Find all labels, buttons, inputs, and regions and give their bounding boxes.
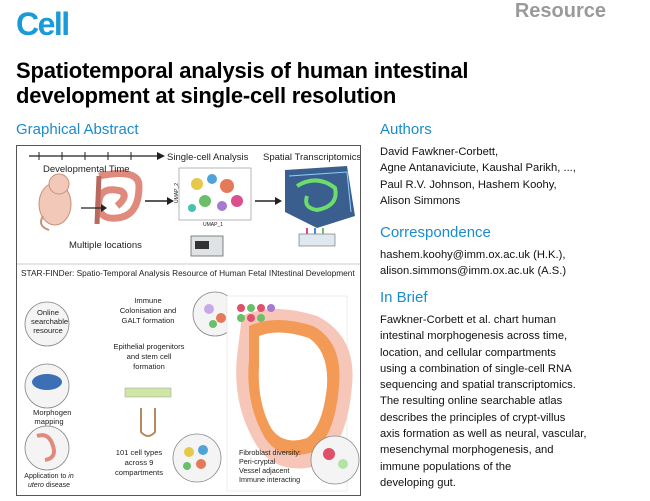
cell-types-line3: compartments (114, 468, 164, 477)
application-line1: Application to (24, 473, 69, 480)
correspondence-heading: Correspondence (380, 224, 491, 241)
in-brief-line: Fawkner-Corbett et al. chart human (380, 314, 556, 326)
graphical-abstract-heading: Graphical Abstract (16, 121, 139, 138)
authors-line4: Alison Simmons (380, 194, 461, 207)
in-brief-heading: In Brief (380, 289, 428, 306)
star-finder-title: STAR-FINDer: Spatio-Temporal Analysis Re… (21, 268, 355, 278)
in-brief-line: developing gut. (380, 476, 456, 489)
fibroblast-line4: Immune interacting (239, 475, 301, 484)
fibroblast-line1: Fibroblast diversity: (239, 448, 301, 457)
in-brief-line: mesenchymal morphogenesis, and (380, 444, 554, 457)
in-brief-line: axis formation as well as neural, vascul… (380, 428, 587, 441)
slide-icon (298, 228, 336, 247)
online-resource-label: Online searchable resource (31, 308, 69, 335)
application-utero: utero (27, 482, 44, 489)
application-in: in (68, 473, 74, 480)
in-brief-line: intestinal morphogenesis across time, (380, 330, 568, 343)
authors-section: Authors David Fawkner-Corbett, Agne Anta… (380, 121, 640, 209)
epithelial-line3: formation (133, 362, 165, 371)
application-disease: disease (43, 482, 71, 489)
authors-list: David Fawkner-Corbett, Agne Antanaviciut… (380, 144, 640, 209)
sequencer-icon (190, 235, 224, 257)
immune-line3: GALT formation (121, 316, 175, 325)
article-title-line2: development at single-cell resolution (16, 83, 397, 108)
epithelial-line2: and stem cell (126, 352, 172, 361)
immune-label: Immune Colonisation and GALT formation (113, 296, 183, 326)
cell-types-line2: across 9 (124, 458, 154, 467)
spatial-tissue-icon (285, 166, 355, 228)
authors-line1: David Fawkner-Corbett, (380, 146, 499, 158)
online-resource-line2: searchable (31, 317, 69, 326)
online-resource-line3: resource (33, 326, 63, 335)
authors-heading: Authors (380, 121, 432, 138)
morphogen-line1: Morphogen (33, 408, 72, 417)
in-brief-line: immune populations of the (380, 460, 512, 473)
morphogen-label: Morphogen mapping (33, 408, 72, 426)
tissue-section-illustration (226, 295, 353, 492)
morphogen-line2: mapping (34, 417, 64, 426)
article-title-line1: Spatiotemporal analysis of human intesti… (16, 58, 469, 83)
umap-x-label: UMAP_1 (203, 222, 224, 228)
developmental-time-label: Developmental Time (43, 164, 130, 175)
single-cell-analysis-label: Single-cell Analysis (167, 152, 249, 163)
correspondence-email-2[interactable]: alison.simmons@imm.ox.ac.uk (A.S.) (380, 265, 567, 278)
intestine-icon (81, 170, 143, 225)
umap-y-label: UMAP_2 (174, 182, 181, 204)
fibroblast-line3: Vessel adjacent (239, 466, 290, 475)
spatial-transcriptomics-label: Spatial Transcriptomics (263, 152, 361, 163)
immune-line1: Immune (134, 296, 162, 305)
in-brief-line: The resulting online searchable atlas (380, 395, 563, 408)
multiple-locations-label: Multiple locations (69, 240, 142, 251)
online-resource-line1: Online (37, 308, 59, 317)
in-brief-line: location, and cellular compartments (380, 346, 556, 359)
article-type-label: Resource (514, 0, 606, 22)
in-brief-line: describes the principles of crypt-villus (380, 411, 566, 424)
authors-line3: Paul R.V. Johnson, Hashem Koohy, (380, 178, 557, 191)
umap-scatter-icon (178, 167, 252, 221)
epithelial-line1: Epithelial progenitors (113, 342, 185, 351)
cell-types-label: 101 cell types across 9 compartments (107, 448, 171, 478)
authors-line2: Agne Antanaviciute, Kaushal Parikh, ..., (380, 162, 576, 175)
cell-types-line1: 101 cell types (115, 448, 163, 457)
correspondence-email-1[interactable]: hashem.koohy@imm.ox.ac.uk (H.K.), (380, 249, 566, 261)
correspondence-section: Correspondence hashem.koohy@imm.ox.ac.uk… (380, 224, 640, 280)
application-label: Application to in utero disease (19, 472, 79, 490)
immune-line2: Colonisation and (119, 306, 177, 315)
journal-logo: Cell (16, 6, 70, 42)
in-brief-line: sequencing and spatial transcriptomics. (380, 379, 576, 392)
fetus-icon (38, 173, 72, 231)
fibroblast-label: Fibroblast diversity: Peri-cryptal Vesse… (239, 448, 301, 484)
in-brief-text: Fawkner-Corbett et al. chart human intes… (380, 312, 640, 491)
epithelial-label: Epithelial progenitors and stem cell for… (101, 342, 197, 372)
graphical-abstract-illustration (17, 152, 360, 492)
in-brief-line: using a combination of single-cell RNA (380, 362, 572, 375)
article-title: Spatiotemporal analysis of human intesti… (16, 58, 576, 108)
graphical-abstract-figure: Developmental Time Single-cell Analysis … (16, 145, 361, 496)
correspondence-emails: hashem.koohy@imm.ox.ac.uk (H.K.), alison… (380, 247, 640, 280)
fibroblast-line2: Peri-cryptal (239, 457, 276, 466)
in-brief-section: In Brief Fawkner-Corbett et al. chart hu… (380, 289, 640, 491)
